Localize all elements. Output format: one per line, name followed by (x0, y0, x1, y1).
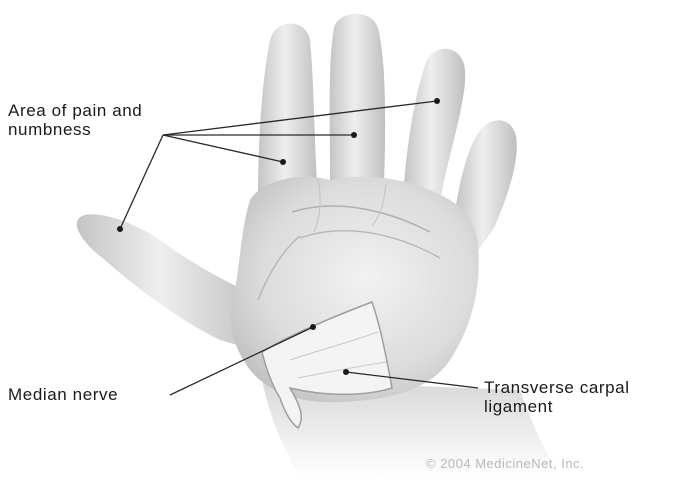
ligament-point (343, 369, 349, 375)
median-nerve-point (310, 324, 316, 330)
index-finger (258, 24, 318, 201)
copyright-notice: © 2004 MedicineNet, Inc. (426, 456, 584, 471)
label-area-of-pain: Area of pain and numbness (8, 101, 238, 139)
pain-point-thumb (117, 226, 123, 232)
middle-finger (330, 14, 385, 185)
label-median-nerve: Median nerve (8, 385, 118, 404)
pain-point-middle-finger (351, 132, 357, 138)
label-transverse-carpal-ligament: Transverse carpal ligament (484, 378, 694, 416)
pain-point-ring-finger (434, 98, 440, 104)
pain-point-index-finger (280, 159, 286, 165)
